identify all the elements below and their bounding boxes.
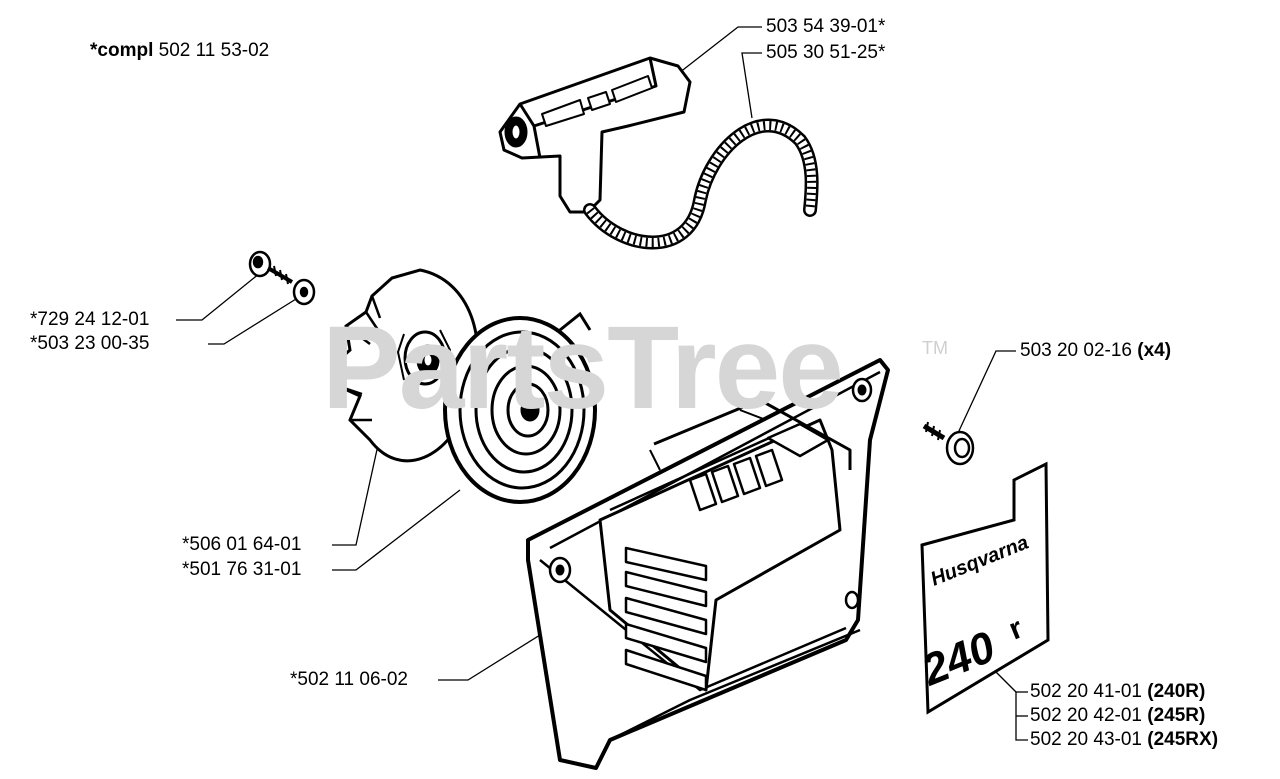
leader-cover xyxy=(438,629,549,681)
part-label-cover: *502 11 06-02 xyxy=(290,669,408,690)
compl-prefix: *compl xyxy=(90,40,154,61)
part-label-decal-245x: 502 20 43-01 (245RX) xyxy=(1030,729,1218,751)
leader-screw-x4 xyxy=(957,350,1016,434)
starter-rope-drawing xyxy=(583,118,819,250)
starter-cover-drawing xyxy=(526,358,890,770)
part-label-spring: *501 76 31-01 xyxy=(182,559,302,580)
compl-label: *compl 502 11 53-02 xyxy=(90,40,269,62)
decal-240-number: 502 20 41-01 xyxy=(1030,681,1142,702)
screw-x4-qty: (x4) xyxy=(1137,340,1172,361)
part-label-decal-240: 502 20 41-01 (240R) xyxy=(1030,681,1205,703)
leader-lines xyxy=(176,26,1028,741)
cover-screw-drawing xyxy=(922,421,975,466)
screw-washer-drawing xyxy=(248,250,316,306)
decal-245x-model: (245RX) xyxy=(1147,729,1219,750)
compl-number: 502 11 53-02 xyxy=(158,40,270,61)
decal-245-model: (245R) xyxy=(1147,705,1206,726)
watermark-trademark: TM xyxy=(922,338,948,358)
part-label-handle: 503 54 39-01* xyxy=(766,16,886,37)
leader-pulley xyxy=(332,444,379,546)
decal-245x-number: 502 20 43-01 xyxy=(1030,729,1142,750)
leader-handle xyxy=(669,26,762,81)
part-label-screw-small: *729 24 12-01 xyxy=(30,309,150,330)
leader-screw-small xyxy=(176,272,261,321)
decal-245-number: 502 20 42-01 xyxy=(1030,705,1142,726)
screw-x4-number: 503 20 02-16 xyxy=(1020,340,1132,361)
part-label-washer: *503 23 00-35 xyxy=(30,333,150,354)
part-label-rope: 505 30 51-25* xyxy=(766,42,886,63)
part-label-screw-x4: 503 20 02-16 (x4) xyxy=(1020,340,1171,362)
decal-240-model: (240R) xyxy=(1147,681,1206,702)
starter-handle-drawing xyxy=(498,56,692,214)
decal-drawing: Husqvarna 240 r xyxy=(914,461,1050,715)
leader-washer xyxy=(208,293,305,345)
spring-reel-drawing xyxy=(443,311,597,504)
leader-decal xyxy=(1015,692,1028,741)
leader-spring xyxy=(332,489,461,571)
leader-rope xyxy=(741,52,762,119)
part-label-decal-245: 502 20 42-01 (245R) xyxy=(1030,705,1205,727)
part-label-pulley: *506 01 64-01 xyxy=(182,534,302,555)
